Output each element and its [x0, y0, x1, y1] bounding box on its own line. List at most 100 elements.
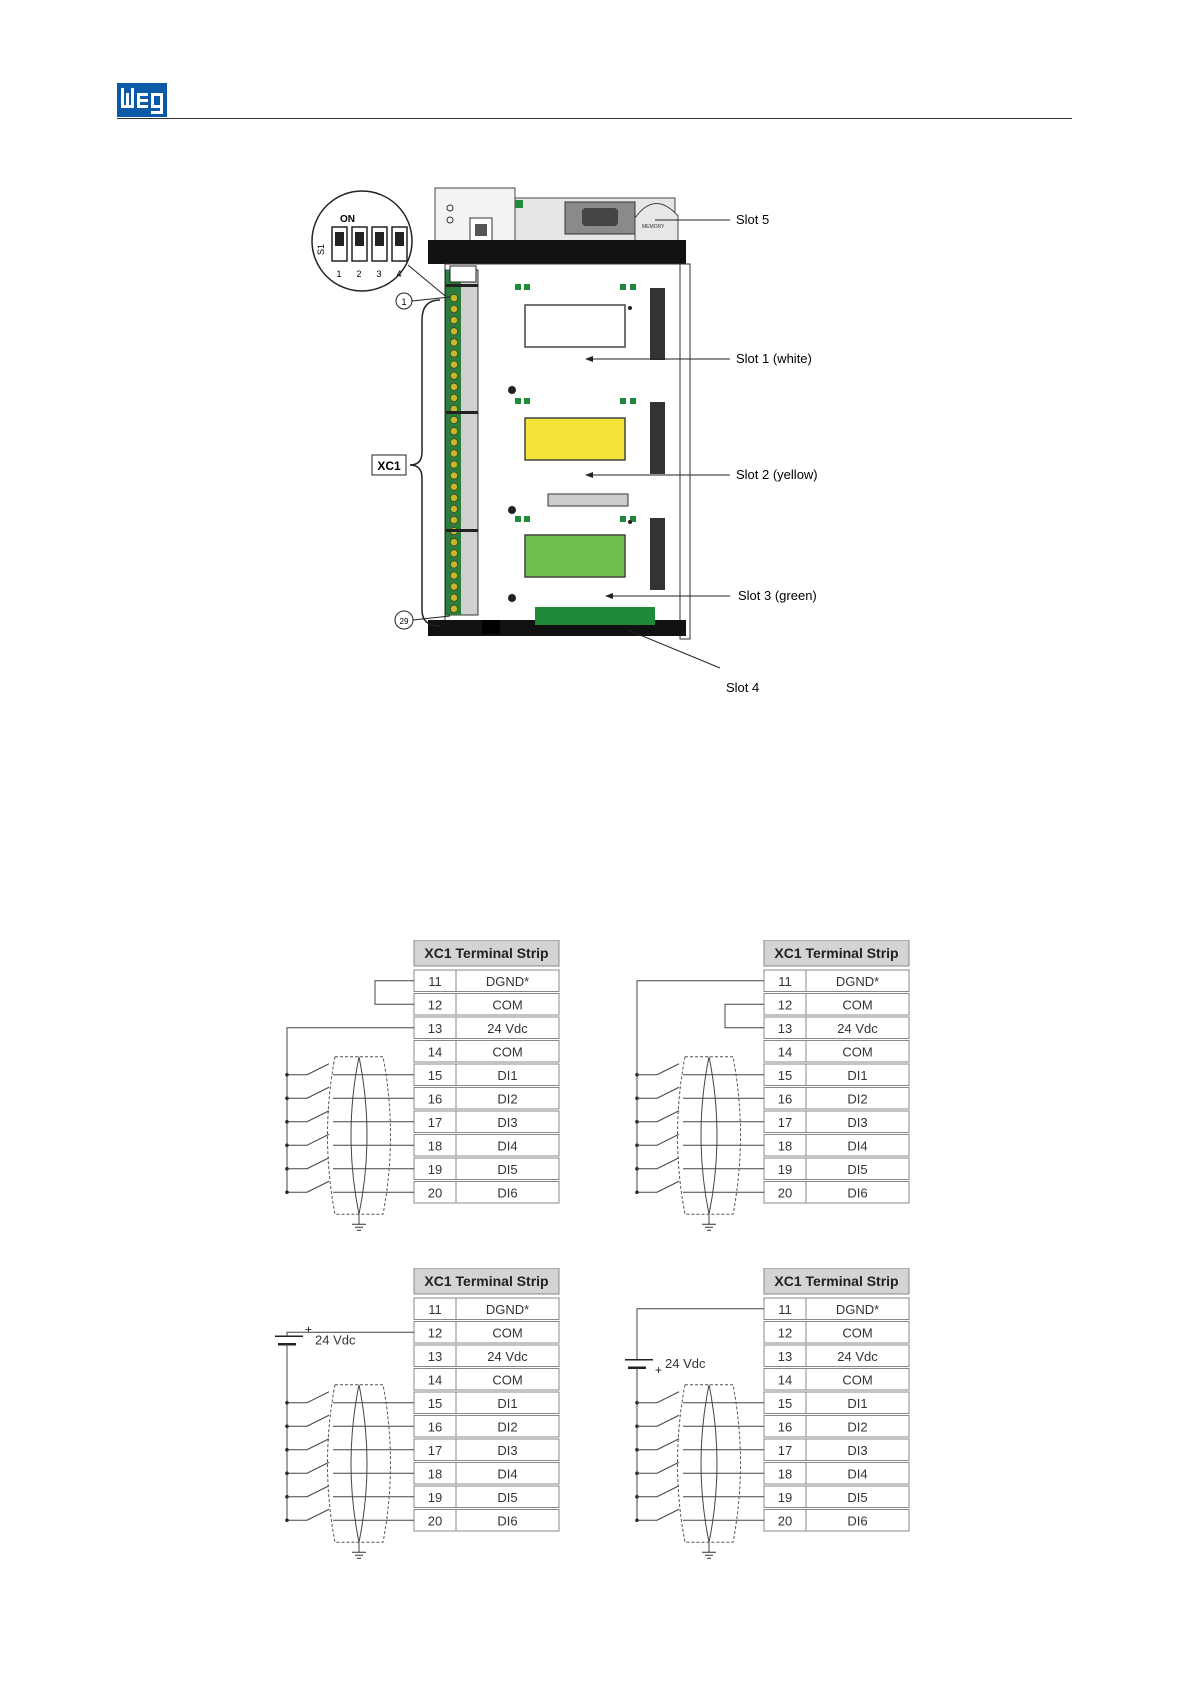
- terminal-function: DI6: [847, 1514, 867, 1529]
- terminal-strip-header: [413, 1268, 560, 1295]
- terminal-pin: [450, 371, 458, 380]
- terminal-number: 13: [428, 1349, 442, 1364]
- terminal-number: 18: [778, 1467, 792, 1482]
- terminal-strip-header: [763, 1268, 910, 1295]
- terminal-pin: [450, 416, 458, 424]
- svg-text:29: 29: [400, 617, 409, 626]
- switch-contact: [656, 1414, 680, 1427]
- dip-switch-lever: [375, 232, 384, 246]
- terminal-number: 18: [428, 1467, 442, 1482]
- svg-text:1: 1: [401, 297, 406, 307]
- switch-contact: [656, 1086, 680, 1099]
- terminal-number: 18: [778, 1139, 792, 1154]
- terminal-number: 17: [428, 1115, 442, 1130]
- terminal-number: 17: [778, 1443, 792, 1458]
- plus-sign: +: [655, 1363, 662, 1377]
- switch-contact: [656, 1461, 680, 1474]
- dip-s1-label: S1: [316, 244, 326, 255]
- switch-contact: [306, 1414, 330, 1427]
- terminal-number: 16: [428, 1092, 442, 1107]
- terminal-pin: [450, 360, 458, 369]
- terminal-function: DI3: [497, 1443, 517, 1458]
- terminal-cell: [805, 1134, 910, 1157]
- terminal-pin: [450, 493, 458, 502]
- terminal-pin: [450, 471, 458, 480]
- switch-contact: [656, 1157, 680, 1170]
- terminal-strip-title: XC1 Terminal Strip: [424, 1273, 548, 1289]
- common-wire: [636, 980, 764, 1193]
- terminal-pin: [450, 593, 458, 602]
- terminal-cell: [805, 1344, 910, 1367]
- terminal-number: 19: [778, 1162, 792, 1177]
- xc1-label: XC1: [377, 459, 401, 473]
- terminal-pin: [450, 349, 458, 358]
- terminal-pin: [450, 316, 458, 325]
- terminal-cell: [455, 1368, 560, 1391]
- slot1-label: Slot 1 (white): [736, 351, 812, 366]
- terminal-number: 11: [428, 1302, 442, 1317]
- terminal-cell: [455, 1485, 560, 1508]
- terminal-number: 16: [428, 1420, 442, 1435]
- terminal-cell: [805, 1415, 910, 1438]
- supply-voltage-label: 24 Vdc: [315, 1332, 356, 1347]
- terminal-function: COM: [492, 1373, 522, 1388]
- plus-sign: +: [305, 1322, 312, 1336]
- terminal-number: 14: [778, 1045, 792, 1060]
- terminal-divider: [446, 529, 478, 532]
- terminal-cell: [455, 1438, 560, 1461]
- terminal-function: DI1: [497, 1068, 517, 1083]
- pin-29-callout: 29: [394, 610, 451, 630]
- terminal-number: 16: [778, 1092, 792, 1107]
- terminal-pin: [450, 582, 458, 591]
- terminal-function: COM: [842, 1045, 872, 1060]
- terminal-divider: [446, 284, 478, 287]
- terminal-cell: [455, 1415, 560, 1438]
- terminal-cell: [805, 1321, 910, 1344]
- terminal-function: 24 Vdc: [487, 1349, 528, 1364]
- switch-contact: [306, 1133, 330, 1146]
- switch-contact: [656, 1133, 680, 1146]
- terminal-function: DI5: [497, 1162, 517, 1177]
- terminal-cell: [455, 1509, 560, 1532]
- terminal-pin: [450, 504, 458, 513]
- terminal-number: 15: [778, 1396, 792, 1411]
- terminal-number: 13: [428, 1021, 442, 1036]
- dip-switch-lever: [355, 232, 364, 246]
- terminal-pin: [450, 549, 458, 558]
- terminal-pin: [450, 294, 458, 302]
- terminal-strip-header: [763, 940, 910, 967]
- switch-contact: [306, 1063, 330, 1076]
- terminal-pin: [450, 427, 458, 436]
- terminal-pin: [450, 460, 458, 469]
- terminal-number: 11: [778, 1302, 792, 1317]
- switch-contact: [306, 1086, 330, 1099]
- terminal-number: 14: [428, 1045, 442, 1060]
- terminal-cell: [455, 1110, 560, 1133]
- terminal-cell: [455, 1344, 560, 1367]
- terminal-function: 24 Vdc: [837, 1349, 878, 1364]
- svg-text:MEMORY: MEMORY: [642, 224, 665, 230]
- terminal-cell: [455, 1087, 560, 1110]
- terminal-number: 12: [428, 1326, 442, 1341]
- terminal-cell: [805, 1368, 910, 1391]
- terminal-pin: [450, 482, 458, 491]
- weg-logo: [117, 83, 167, 117]
- terminal-function: DI2: [847, 1092, 867, 1107]
- terminal-cell: [455, 1462, 560, 1485]
- terminal-function: DI6: [847, 1186, 867, 1201]
- dip-number: 1: [336, 269, 341, 279]
- terminal-pin: [450, 305, 458, 314]
- dip-number: 4: [396, 269, 401, 279]
- terminal-number: 15: [428, 1068, 442, 1083]
- terminal-number: 20: [428, 1514, 442, 1529]
- terminal-cell: [805, 1157, 910, 1180]
- terminal-pin: [450, 327, 458, 336]
- terminal-number: 19: [778, 1490, 792, 1505]
- switch-contact: [656, 1508, 680, 1521]
- terminal-pin: [450, 604, 458, 613]
- terminal-strip-title: XC1 Terminal Strip: [424, 945, 548, 961]
- terminal-cell: [805, 1110, 910, 1133]
- terminal-cell: [805, 1462, 910, 1485]
- terminal-number: 19: [428, 1162, 442, 1177]
- terminal-cell: [455, 1040, 560, 1063]
